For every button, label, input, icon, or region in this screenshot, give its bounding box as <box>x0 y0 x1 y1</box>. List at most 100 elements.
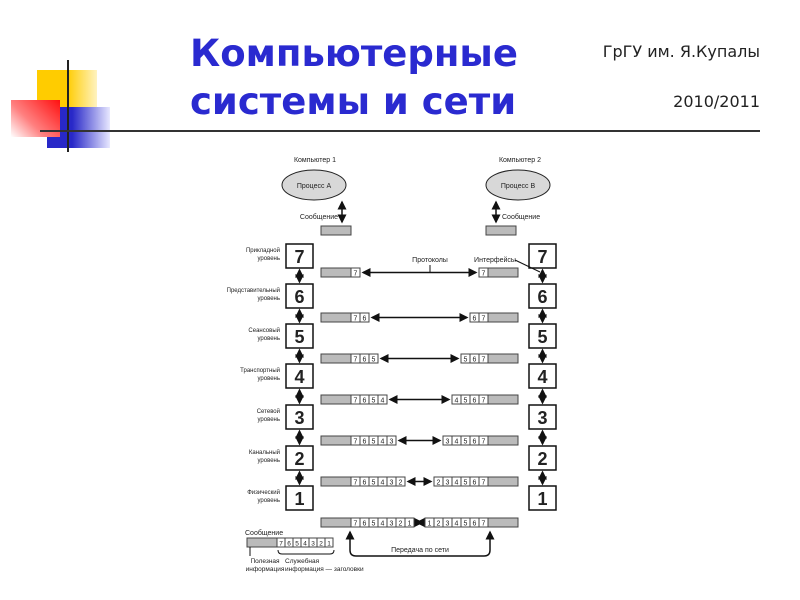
packet-header-label: 3 <box>446 521 450 528</box>
packet-header-cell <box>386 435 397 446</box>
packet-header-label: 6 <box>473 480 477 487</box>
slide-title: Компьютерные системы и сети <box>190 30 518 126</box>
layer-box <box>285 243 314 269</box>
legend-header-label: 7 <box>279 541 283 548</box>
packet-header-label: 6 <box>363 480 367 487</box>
packet-data-left <box>320 267 352 278</box>
packet-header-label: 7 <box>482 398 486 405</box>
packet-header-label: 4 <box>455 439 459 446</box>
legend-header-label: 5 <box>295 541 299 548</box>
packet-header-label: 2 <box>437 480 441 487</box>
layer-number: 4 <box>537 367 547 387</box>
layer-number: 7 <box>537 247 547 267</box>
packet-header-label: 5 <box>464 439 468 446</box>
packet-header-label: 4 <box>455 521 459 528</box>
computer-2-label: Компьютер 2 <box>499 157 541 164</box>
packet-data-left <box>320 312 352 323</box>
layer-box <box>528 404 557 430</box>
packet-header-label: 7 <box>482 521 486 528</box>
layer-name: Представительный <box>227 287 280 294</box>
packet-data-left <box>320 394 352 405</box>
layer-box <box>528 485 557 511</box>
layer-name: уровень <box>257 417 280 423</box>
layer-number: 3 <box>294 408 304 428</box>
layer-box <box>285 363 314 389</box>
message-block-left <box>320 225 352 236</box>
layer-name: уровень <box>257 376 280 382</box>
legend-header-label: 6 <box>287 541 291 548</box>
packet-header-cell <box>368 353 379 364</box>
interfaces-pointer <box>514 259 541 273</box>
layer-box <box>528 445 557 471</box>
packet-header-label: 7 <box>354 521 358 528</box>
packet-header-label: 7 <box>354 480 358 487</box>
layer-box <box>528 243 557 269</box>
legend-service-brace <box>277 549 335 555</box>
layer-number: 5 <box>537 327 547 347</box>
packet-header-label: 6 <box>473 316 477 323</box>
organization: ГрГУ им. Я.Купалы <box>602 42 760 61</box>
legend-data-block <box>246 537 278 548</box>
packet-header-label: 4 <box>381 521 385 528</box>
process-a-label: Процесс A <box>297 183 332 190</box>
layer-box <box>528 363 557 389</box>
packet-data-left <box>320 476 352 487</box>
packet-header-label: 5 <box>372 357 376 364</box>
layer-box <box>285 445 314 471</box>
layer-box <box>528 283 557 309</box>
process-b-label: Процесс B <box>501 183 536 190</box>
legend-header-label: 4 <box>303 541 307 548</box>
packet-header-label: 5 <box>372 521 376 528</box>
packet-header-label: 7 <box>482 316 486 323</box>
message-right-label: Сообщение <box>502 213 540 221</box>
layer-name: Сетевой <box>257 408 280 415</box>
packet-header-cell <box>404 517 415 528</box>
packet-header-label: 2 <box>399 480 403 487</box>
packet-header-label: 6 <box>473 521 477 528</box>
packet-header-label: 6 <box>363 316 367 323</box>
packet-header-label: 1 <box>408 521 412 528</box>
legend-header-label: 2 <box>319 541 323 548</box>
packet-header-label: 3 <box>446 439 450 446</box>
layer-name: Прикладной <box>246 247 280 254</box>
packet-data-right <box>487 353 519 364</box>
packet-header-label: 5 <box>464 521 468 528</box>
packet-data-left <box>320 353 352 364</box>
legend-header-cell <box>324 537 334 548</box>
packet-header-label: 7 <box>482 439 486 446</box>
packet-header-label: 7 <box>354 439 358 446</box>
packet-data-right <box>487 476 519 487</box>
title-line-1: Компьютерные <box>190 32 518 75</box>
packet-header-label: 6 <box>473 398 477 405</box>
process-b-ellipse <box>485 169 551 201</box>
layer-box <box>285 404 314 430</box>
layer-number: 6 <box>537 287 547 307</box>
packet-header-label: 4 <box>381 398 385 405</box>
legend-message-label: Сообщение <box>245 529 283 537</box>
process-a-ellipse <box>281 169 347 201</box>
packet-data-left <box>320 435 352 446</box>
layer-number: 2 <box>294 449 304 469</box>
layer-box <box>285 283 314 309</box>
packet-data-right <box>487 517 519 528</box>
layer-name: Транспортный <box>240 367 280 374</box>
packet-header-label: 7 <box>354 357 358 364</box>
packet-header-label: 3 <box>390 521 394 528</box>
computer-1-label: Компьютер 1 <box>294 157 336 164</box>
layer-number: 4 <box>294 367 304 387</box>
packet-header-cell <box>359 312 370 323</box>
layer-number: 3 <box>537 408 547 428</box>
layer-name: уровень <box>257 256 280 262</box>
legend-useful-line1: Полезная <box>250 558 280 565</box>
packet-header-label: 1 <box>428 521 432 528</box>
packet-header-label: 4 <box>381 439 385 446</box>
packet-data-right <box>487 435 519 446</box>
packet-header-label: 3 <box>390 480 394 487</box>
packet-header-label: 6 <box>363 439 367 446</box>
packet-header-label: 7 <box>482 357 486 364</box>
layer-number: 6 <box>294 287 304 307</box>
packet-data-right <box>487 312 519 323</box>
packet-header-label: 4 <box>455 398 459 405</box>
layer-number: 2 <box>537 449 547 469</box>
